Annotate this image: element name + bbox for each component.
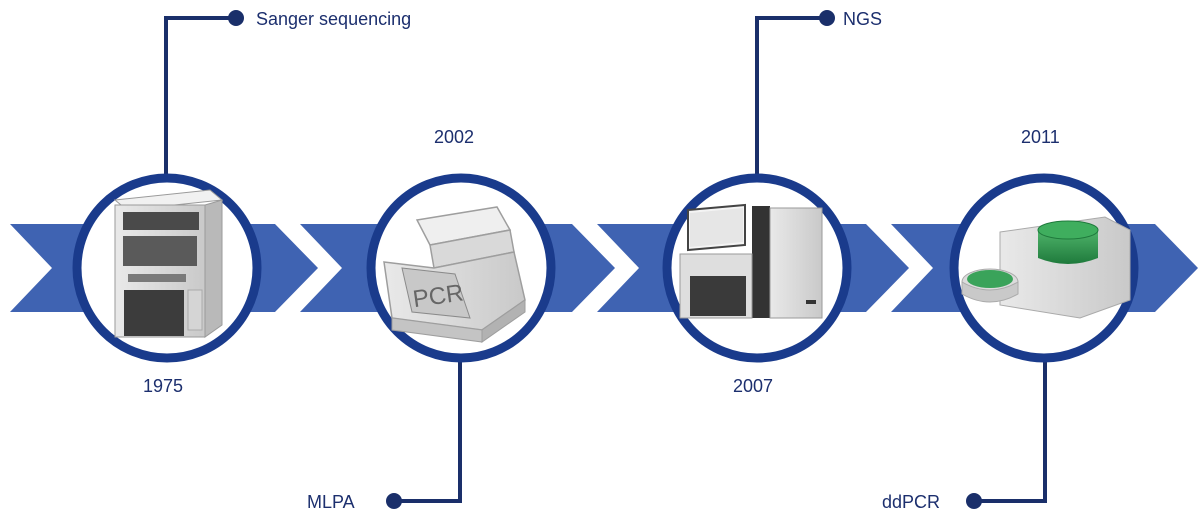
connector-ddpcr	[974, 352, 1047, 503]
connector-sanger	[164, 16, 236, 192]
tech-label-mlpa: MLPA	[307, 492, 355, 512]
ngs-sequencer-icon	[679, 203, 823, 319]
connector-mlpa	[394, 350, 462, 503]
year-label-2011: 2011	[1021, 127, 1060, 147]
connector-ngs	[755, 16, 827, 190]
labels: Sanger sequencing 1975 2002 MLPA NGS 200…	[143, 9, 1060, 512]
droplet-digital-pcr-icon	[961, 216, 1131, 319]
sequencer-icon	[113, 189, 224, 338]
connectors	[164, 16, 1047, 503]
year-label-2002: 2002	[434, 127, 474, 147]
connector-dot	[228, 10, 244, 26]
connector-dot	[819, 10, 835, 26]
connector-dot	[966, 493, 982, 509]
year-label-2007: 2007	[733, 376, 773, 396]
tech-label-ddpcr: ddPCR	[882, 492, 940, 512]
pcr-thermocycler-icon: PCR	[383, 206, 526, 343]
connector-dot	[386, 493, 402, 509]
tech-label-sanger: Sanger sequencing	[256, 9, 411, 29]
tech-label-ngs: NGS	[843, 9, 882, 29]
year-label-1975: 1975	[143, 376, 183, 396]
